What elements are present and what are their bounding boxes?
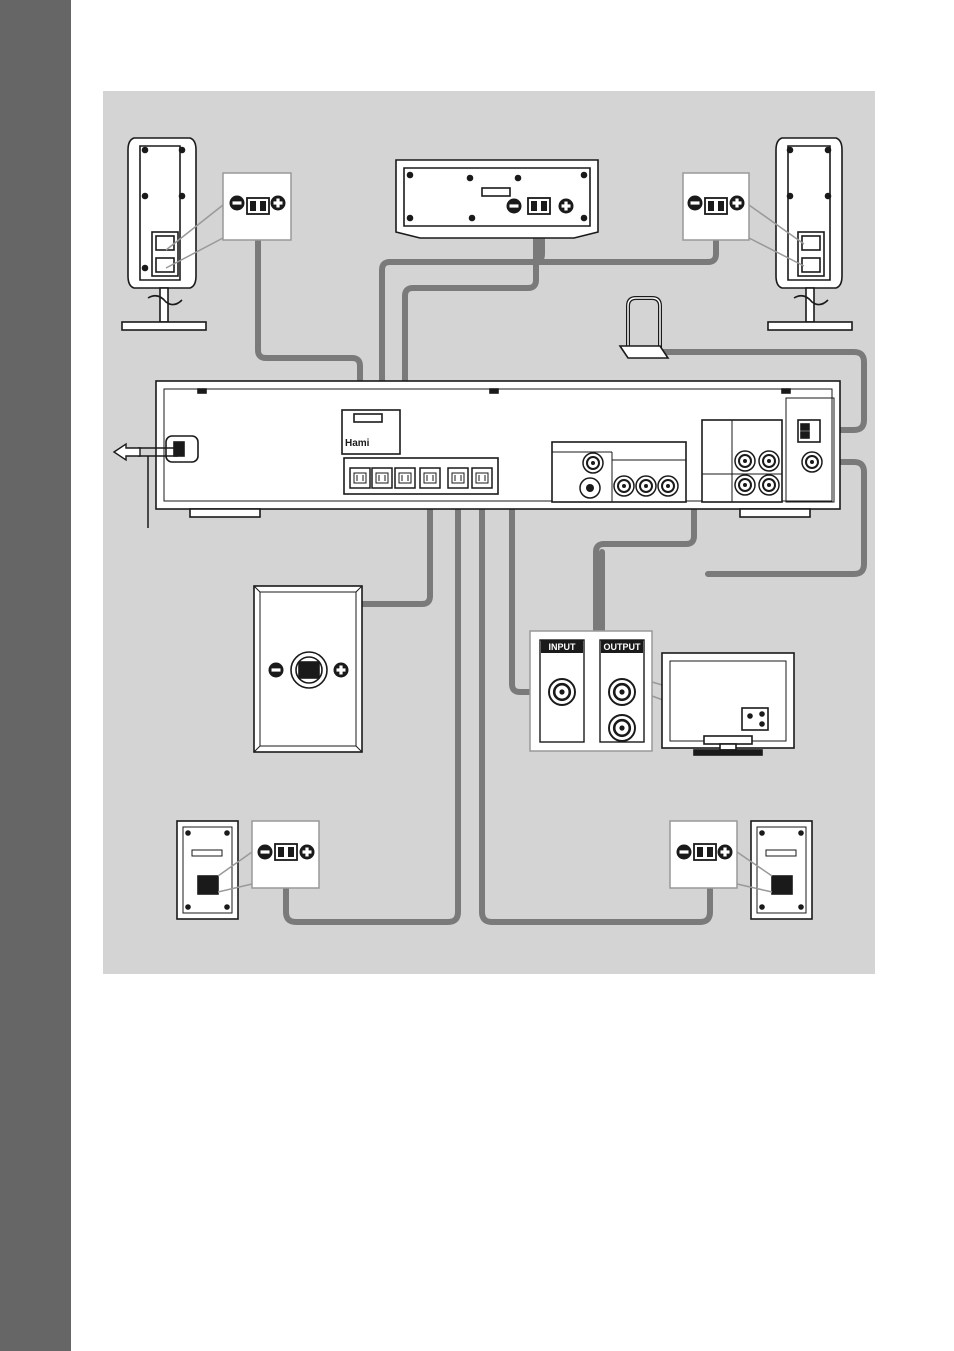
surround-right-speaker [751,821,812,919]
output-label: OUTPUT [604,642,642,652]
av-receiver-rear-panel [156,381,840,517]
television [662,653,794,755]
surround-left-speaker [177,821,238,919]
input-label: INPUT [549,642,577,652]
hdmi-logo: Hami [345,438,370,449]
